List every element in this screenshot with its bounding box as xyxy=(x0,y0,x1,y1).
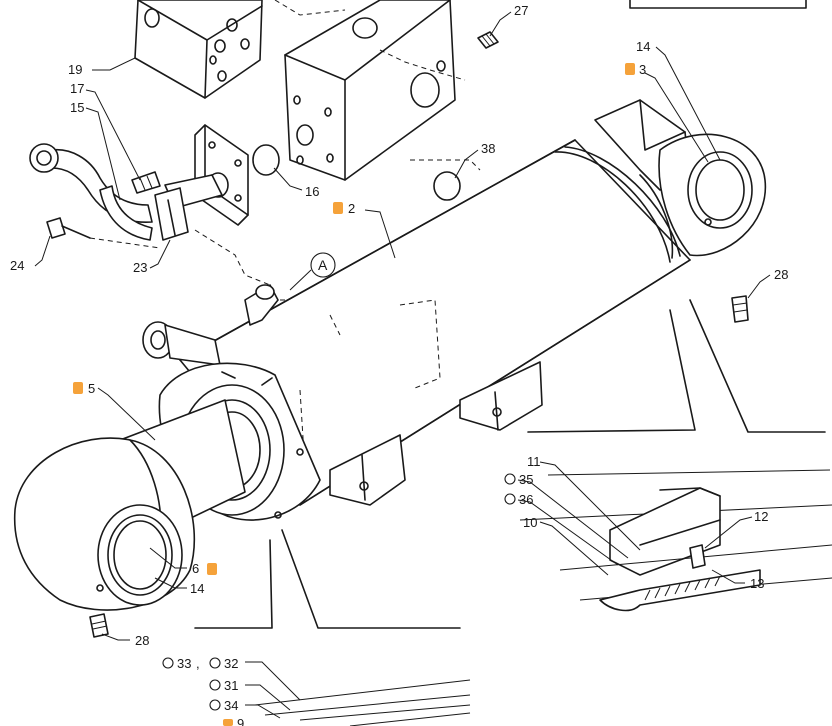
bolt-17 xyxy=(131,171,161,194)
frame-box xyxy=(629,0,807,9)
label-35: 35 xyxy=(519,472,533,487)
detail-seal-inset xyxy=(519,469,832,612)
label-14-bottom: 14 xyxy=(190,581,204,596)
label-11: 11 xyxy=(527,454,541,469)
grease-nipple-28-bottom xyxy=(89,613,109,638)
label-31: 31 xyxy=(224,678,238,693)
label-24: 24 xyxy=(10,258,24,273)
label-28-bottom: 28 xyxy=(135,633,149,648)
label-3: 3 xyxy=(639,62,646,77)
fitting-A xyxy=(244,284,279,326)
o-ring-16 xyxy=(252,144,280,176)
badge-3 xyxy=(625,63,635,75)
hose-pipe-15 xyxy=(29,143,153,241)
leader-lines xyxy=(34,11,771,719)
badge-9 xyxy=(223,719,233,726)
label-9: 9 xyxy=(237,716,244,726)
mount-bracket-lower xyxy=(329,361,543,506)
valve-block-left xyxy=(134,0,263,99)
circle-marker-35 xyxy=(504,473,516,485)
clamp-23 xyxy=(154,187,189,241)
cylinder-cap-end xyxy=(594,99,767,257)
label-23: 23 xyxy=(133,260,147,275)
label-28-right: 28 xyxy=(774,267,788,282)
circle-marker-32 xyxy=(209,657,221,669)
label-17: 17 xyxy=(70,81,84,96)
callout-A-circle xyxy=(310,252,336,278)
grease-nipple-28-right xyxy=(731,295,749,323)
badge-2 xyxy=(333,202,343,214)
bolt-24 xyxy=(46,217,161,249)
label-13: 13 xyxy=(750,576,764,591)
label-33: 33 xyxy=(177,656,191,671)
o-ring-38 xyxy=(433,171,461,201)
plug-27 xyxy=(477,31,499,49)
rod-eye-6 xyxy=(13,437,196,611)
label-38: 38 xyxy=(481,141,495,156)
label-19: 19 xyxy=(68,62,82,77)
circle-marker-31 xyxy=(209,679,221,691)
valve-block-right xyxy=(284,0,456,181)
label-2: 2 xyxy=(348,201,355,216)
label-16: 16 xyxy=(305,184,319,199)
detail-rod-seals-inset xyxy=(254,679,471,726)
label-34: 34 xyxy=(224,698,238,713)
label-10: 10 xyxy=(523,515,537,530)
label-12: 12 xyxy=(754,509,768,524)
label-36: 36 xyxy=(519,492,533,507)
circle-marker-33 xyxy=(162,657,174,669)
badge-5 xyxy=(73,382,83,394)
label-5: 5 xyxy=(88,381,95,396)
circle-marker-34 xyxy=(209,699,221,711)
label-comma: , xyxy=(196,656,200,671)
barrel-port-fitting xyxy=(142,321,221,366)
label-27: 27 xyxy=(514,3,528,18)
circle-marker-36 xyxy=(504,493,516,505)
label-6: 6 xyxy=(192,561,199,576)
label-15: 15 xyxy=(70,100,84,115)
badge-6 xyxy=(207,563,217,575)
label-14-top: 14 xyxy=(636,39,650,54)
label-32: 32 xyxy=(224,656,238,671)
label-A: A xyxy=(318,257,328,273)
